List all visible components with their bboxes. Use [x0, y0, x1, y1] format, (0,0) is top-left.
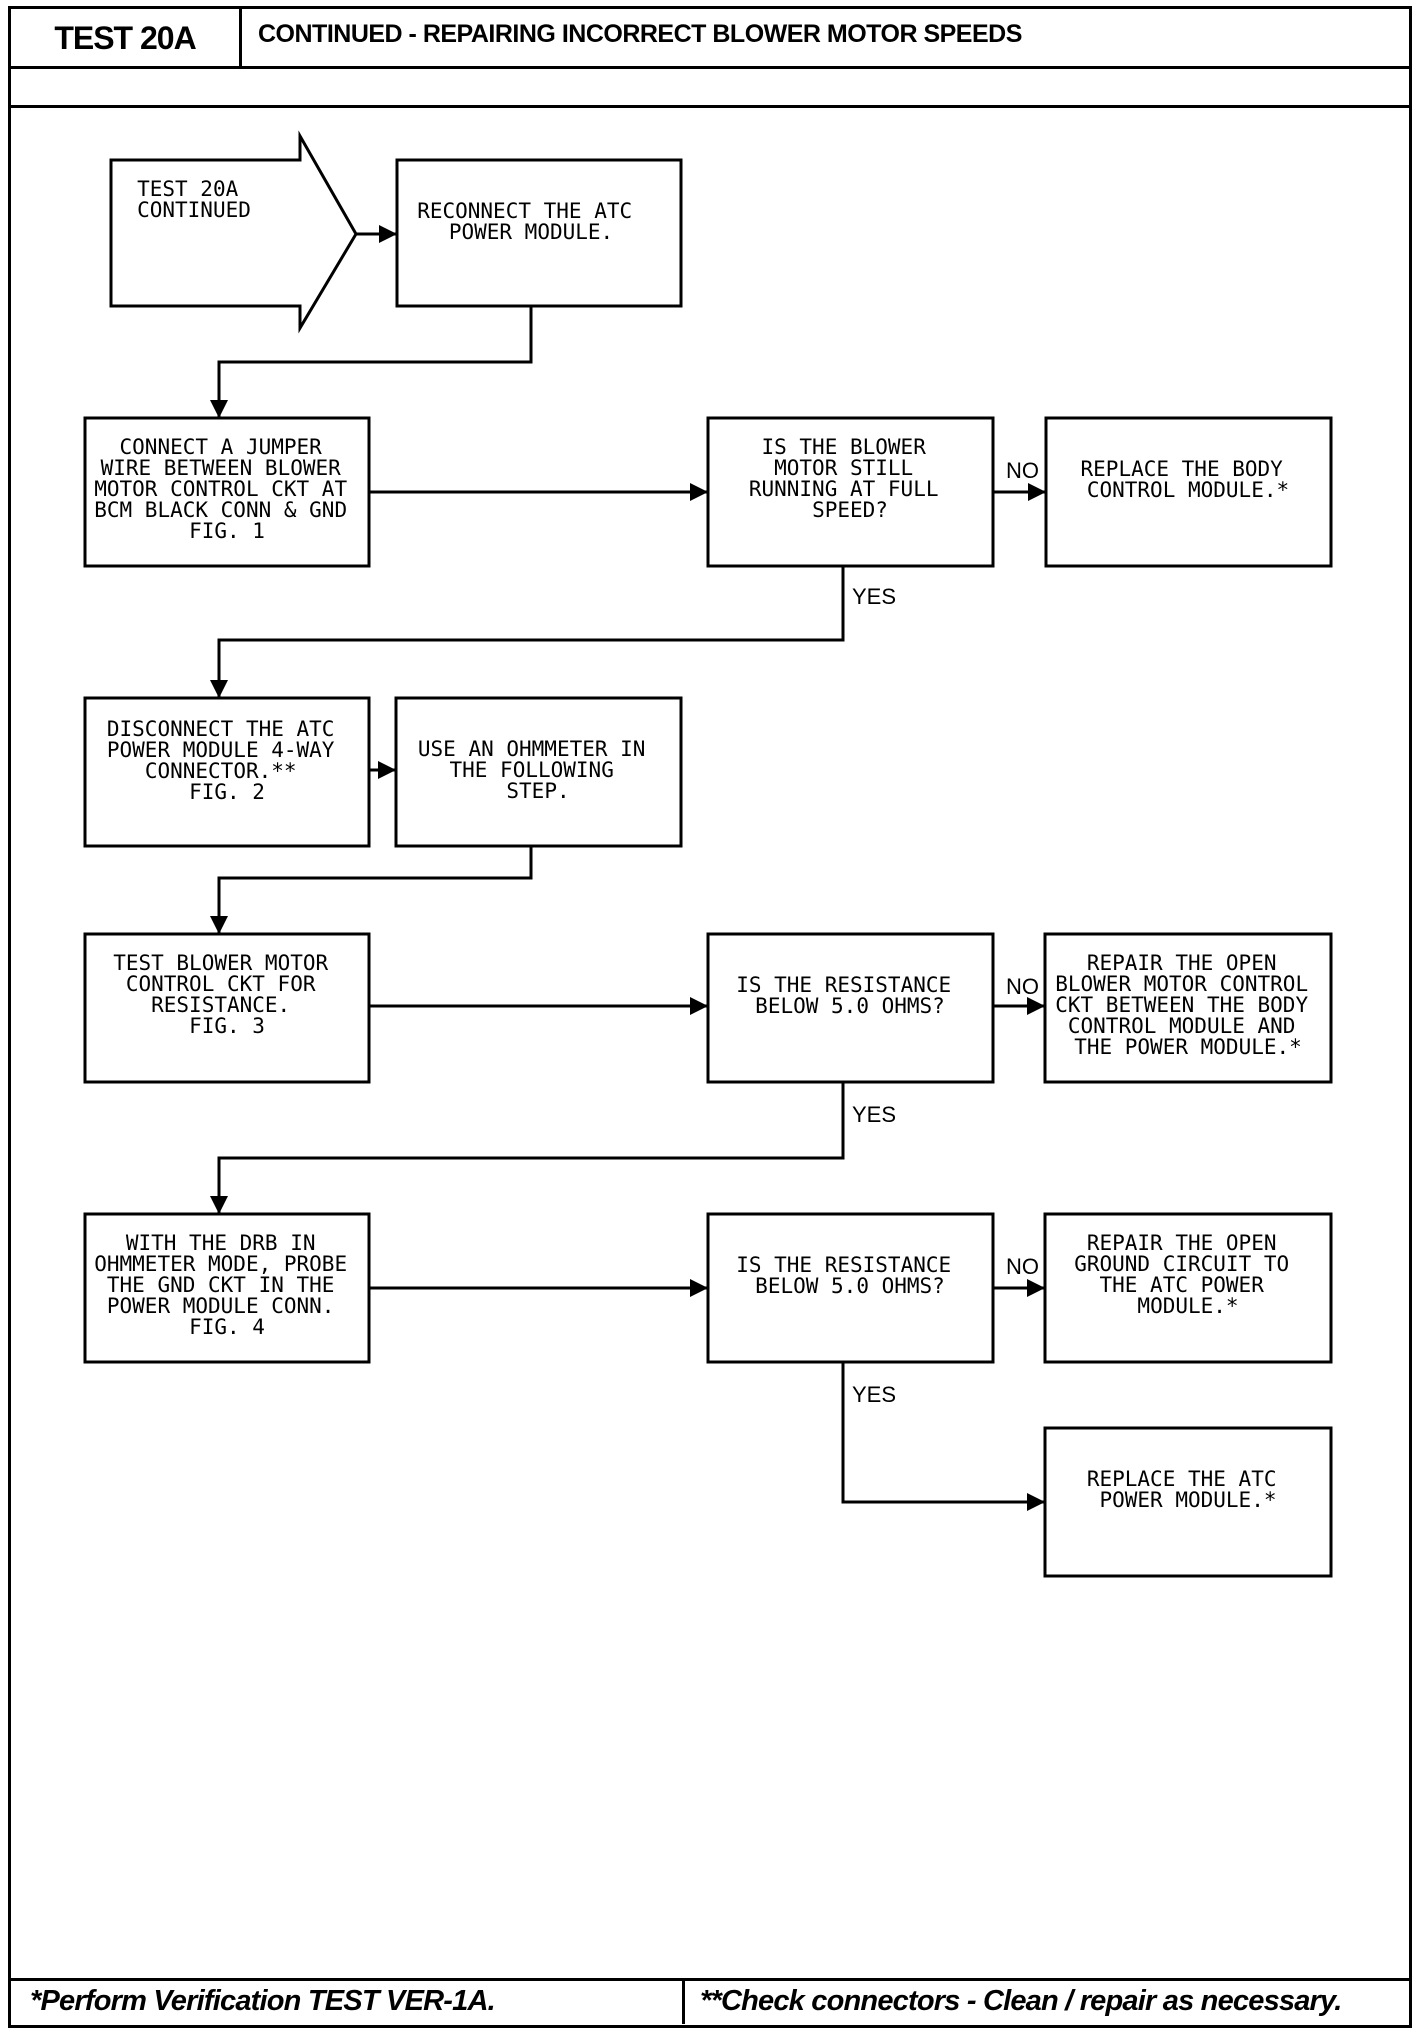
ohmmeter-box: [394, 696, 683, 848]
reconnect-line: RECONNECT THE ATC: [417, 199, 632, 223]
repair-ground-line: GROUND CIRCUIT TO: [1074, 1252, 1289, 1276]
ohmmeter-text: USE AN OHMMETER IN THE FOLLOWING STEP.: [418, 737, 658, 803]
replace-bcm-line: REPLACE THE BODY: [1081, 457, 1284, 481]
repair-open-ground-box: [1043, 1212, 1333, 1364]
jumper-line: MOTOR CONTROL CKT AT: [94, 477, 347, 501]
label-no: NO: [1006, 1254, 1039, 1279]
header-divider: [11, 66, 1409, 69]
label-no: NO: [1006, 458, 1039, 483]
connector-yes-drb: [210, 1082, 845, 1214]
page-title: CONTINUED - REPAIRING INCORRECT BLOWER M…: [258, 20, 1022, 48]
label-yes: YES: [852, 1382, 896, 1407]
disconnect-text: DISCONNECT THE ATC POWER MODULE 4-WAY CO…: [107, 717, 347, 804]
footer-note-left: *Perform Verification TEST VER-1A.: [30, 1984, 496, 2017]
label-no: NO: [1006, 974, 1039, 999]
jumper-text: CONNECT A JUMPER WIRE BETWEEN BLOWER MOT…: [94, 435, 360, 543]
question-line: IS THE RESISTANCE: [736, 973, 951, 997]
start-line: CONTINUED: [137, 198, 251, 222]
test-resistance-line: RESISTANCE.: [151, 993, 290, 1017]
repair-control-line: CKT BETWEEN THE BODY: [1055, 993, 1308, 1017]
question-line: BELOW 5.0 OHMS?: [755, 1274, 945, 1298]
drb-probe-box: [83, 1212, 371, 1364]
label-yes: YES: [852, 584, 896, 609]
disconnect-box: [83, 696, 371, 848]
replace-atc-line: REPLACE THE ATC: [1087, 1467, 1277, 1491]
question-line: MOTOR STILL: [774, 456, 913, 480]
repair-open-ground-text: REPAIR THE OPEN GROUND CIRCUIT TO THE AT…: [1074, 1231, 1302, 1318]
question-resistance-1-box: [706, 932, 995, 1084]
repair-ground-line: THE ATC POWER: [1099, 1273, 1264, 1297]
replace-bcm-line: CONTROL MODULE.*: [1087, 478, 1289, 502]
start-text: TEST 20A CONTINUED: [137, 177, 251, 222]
reconnect-text: RECONNECT THE ATC POWER MODULE.: [417, 199, 645, 244]
replace-bcm-box: [1044, 416, 1333, 568]
drb-line: THE GND CKT IN THE: [107, 1273, 335, 1297]
question-full-speed-box: [706, 416, 995, 568]
replace-bcm-text: REPLACE THE BODY CONTROL MODULE.*: [1081, 457, 1296, 502]
question-resistance-2-text: IS THE RESISTANCE BELOW 5.0 OHMS?: [736, 1253, 964, 1298]
repair-control-line: CONTROL MODULE AND: [1068, 1014, 1296, 1038]
label-yes: YES: [852, 1102, 896, 1127]
question-line: IS THE BLOWER: [761, 435, 926, 459]
header-bottom-divider: [11, 105, 1409, 108]
page-frame: [8, 6, 1412, 2028]
repair-control-line: BLOWER MOTOR CONTROL: [1055, 972, 1308, 996]
reconnect-line: POWER MODULE.: [449, 220, 613, 244]
test-resistance-line: FIG. 3: [189, 1014, 265, 1038]
ohmmeter-line: STEP.: [506, 779, 569, 803]
drb-probe-text: WITH THE DRB IN OHMMETER MODE, PROBE THE…: [94, 1231, 360, 1339]
question-resistance-2-box: [706, 1212, 995, 1364]
test-resistance-line: TEST BLOWER MOTOR: [113, 951, 328, 975]
jumper-line: WIRE BETWEEN BLOWER: [101, 456, 342, 480]
jumper-line: BCM BLACK CONN & GND: [94, 498, 347, 522]
repair-ground-line: MODULE.*: [1137, 1294, 1238, 1318]
question-line: RUNNING AT FULL: [749, 477, 939, 501]
connector-reconnect-jumper: [210, 306, 533, 418]
start-line: TEST 20A: [137, 177, 239, 201]
ohmmeter-line: THE FOLLOWING: [449, 758, 613, 782]
footer-divider: [11, 1978, 1409, 1981]
ohmmeter-line: USE AN OHMMETER IN: [418, 737, 646, 761]
replace-atc-line: POWER MODULE.*: [1099, 1488, 1276, 1512]
test-resistance-line: CONTROL CKT FOR: [126, 972, 316, 996]
drb-line: FIG. 4: [189, 1315, 265, 1339]
footer-note-right: **Check connectors - Clean / repair as n…: [700, 1984, 1342, 2017]
question-full-speed-text: IS THE BLOWER MOTOR STILL RUNNING AT FUL…: [749, 435, 951, 522]
drb-line: OHMMETER MODE, PROBE: [94, 1252, 347, 1276]
repair-open-control-text: REPAIR THE OPEN BLOWER MOTOR CONTROL CKT…: [1055, 951, 1321, 1059]
question-line: SPEED?: [812, 498, 888, 522]
test-resistance-text: TEST BLOWER MOTOR CONTROL CKT FOR RESIST…: [113, 951, 341, 1038]
connector-ohmmeter-test: [210, 846, 533, 934]
disconnect-line: FIG. 2: [189, 780, 265, 804]
test-id: TEST 20A: [11, 9, 242, 67]
jumper-line: FIG. 1: [189, 519, 265, 543]
connector-yes-disconnect: [210, 566, 845, 698]
footer-separator: [682, 1978, 685, 2024]
jumper-line: CONNECT A JUMPER: [120, 435, 323, 459]
connector-yes-replace-atc: [841, 1362, 1045, 1511]
repair-control-line: REPAIR THE OPEN: [1087, 951, 1277, 975]
drb-line: WITH THE DRB IN: [126, 1231, 316, 1255]
question-line: IS THE RESISTANCE: [736, 1253, 951, 1277]
replace-atc-text: REPLACE THE ATC POWER MODULE.*: [1087, 1467, 1289, 1512]
repair-ground-line: REPAIR THE OPEN: [1087, 1231, 1277, 1255]
disconnect-line: POWER MODULE 4-WAY: [107, 738, 335, 762]
disconnect-line: CONNECTOR.**: [145, 759, 297, 783]
start-arrow: [109, 130, 358, 334]
repair-control-line: THE POWER MODULE.*: [1074, 1035, 1302, 1059]
disconnect-line: DISCONNECT THE ATC: [107, 717, 335, 741]
question-resistance-1-text: IS THE RESISTANCE BELOW 5.0 OHMS?: [736, 973, 964, 1018]
test-resistance-box: [83, 932, 371, 1084]
repair-open-control-box: [1043, 932, 1333, 1084]
drb-line: POWER MODULE CONN.: [107, 1294, 335, 1318]
question-line: BELOW 5.0 OHMS?: [755, 994, 945, 1018]
